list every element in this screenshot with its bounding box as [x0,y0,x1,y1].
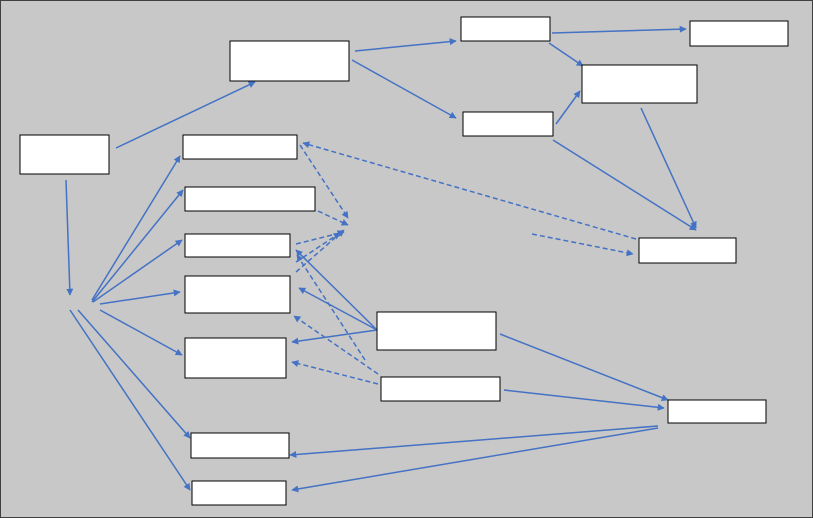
node-box-n5 [462,111,554,137]
edges-layer [65,25,697,493]
node-box-n0 [19,134,110,175]
arrow-e22 [289,425,659,458]
arrow-e1 [115,81,256,149]
node-rect-n14 [380,376,501,402]
node-rect-n16 [667,399,767,424]
node-rect-n8 [184,233,291,258]
node-rect-n10 [184,337,287,379]
arrow-e7 [555,90,581,125]
arrow-e3 [354,38,457,52]
node-box-n15 [638,237,737,264]
arrow-e9 [640,107,697,229]
node-box-n12 [191,480,287,506]
node-box-n4 [581,64,698,104]
node-rect-n11 [190,432,290,459]
node-rect-n13 [376,311,497,351]
arrow-e11 [91,189,184,303]
node-box-n14 [380,376,501,402]
arrow-e5 [551,25,687,34]
node-box-n2 [460,16,551,42]
node-rect-n1 [229,40,350,82]
dashed-arrow-d10 [291,360,379,385]
dashed-arrow-d4 [317,210,349,226]
node-rect-n5 [462,111,554,137]
node-box-n10 [184,337,287,379]
nodes-layer [19,16,789,506]
dashed-arrow-d1 [302,141,637,240]
node-rect-n4 [581,64,698,104]
node-rect-n3 [689,20,789,47]
node-rect-n6 [182,134,298,160]
node-rect-n9 [184,275,291,314]
arrow-e6 [548,42,584,67]
arrow-e19 [291,329,378,345]
node-rect-n2 [460,16,551,42]
node-box-n16 [667,399,767,424]
node-box-n1 [229,40,350,82]
arrow-e10 [91,155,181,301]
arrow-e17 [295,249,378,331]
arrow-e12 [92,239,183,303]
dashed-arrow-d2 [531,233,634,257]
arrow-e21 [503,389,665,411]
arrow-e14 [99,309,183,356]
arrow-e23 [291,427,659,493]
arrow-e16 [69,309,191,491]
node-rect-n0 [19,134,110,175]
node-box-n9 [184,275,291,314]
arrow-e8 [552,139,697,231]
node-box-n11 [190,432,290,459]
dashed-arrow-d3 [299,144,349,219]
node-box-n7 [184,186,316,212]
arrow-e2 [65,179,74,296]
node-box-n8 [184,233,291,258]
node-rect-n7 [184,186,316,212]
node-rect-n12 [191,480,287,506]
node-rect-n15 [638,237,737,264]
node-box-n6 [182,134,298,160]
arrow-e15 [77,309,191,439]
arrow-e4 [351,59,457,119]
dashed-arrow-d9 [293,315,379,375]
arrow-e18 [298,287,378,331]
node-box-n3 [689,20,789,47]
arrow-e20 [499,333,669,401]
dashed-arrow-d8 [296,254,366,361]
node-box-n13 [376,311,497,351]
arrow-e13 [99,289,181,305]
